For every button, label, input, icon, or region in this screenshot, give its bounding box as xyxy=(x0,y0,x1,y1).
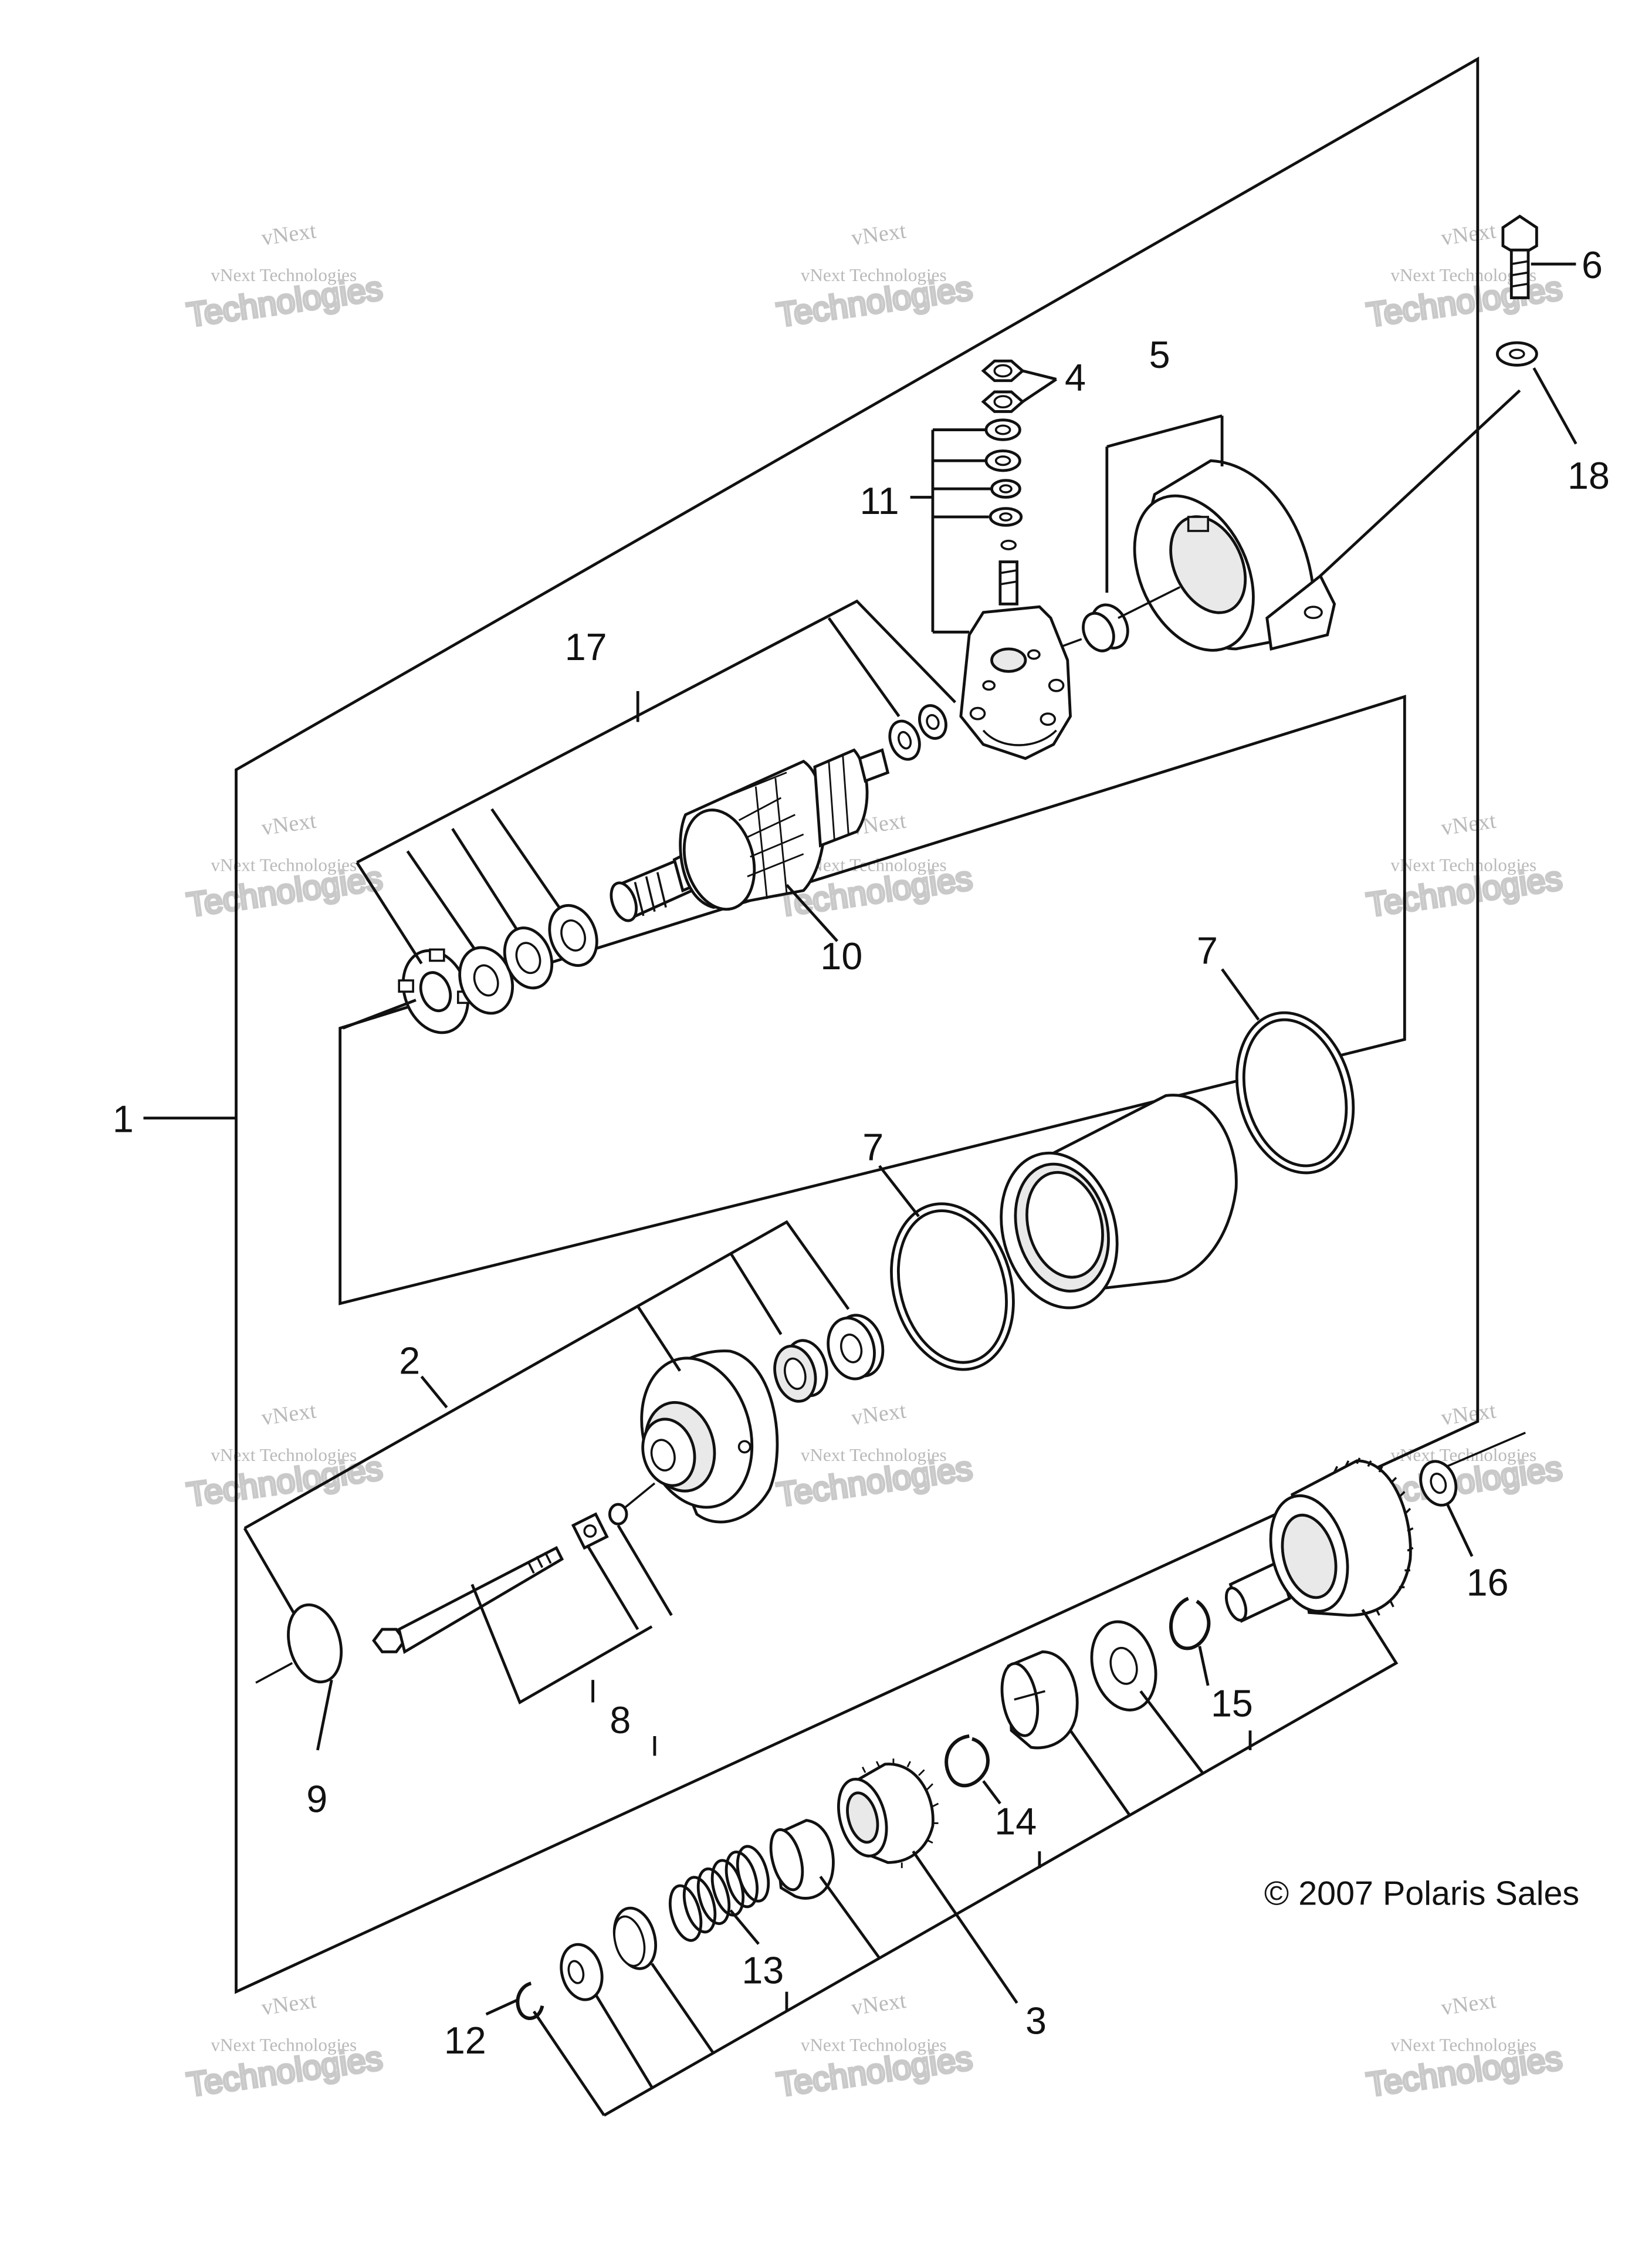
svg-text:vNext Technologies: vNext Technologies xyxy=(211,2034,357,2055)
callout-15: 15 xyxy=(1211,1682,1253,1724)
bolt xyxy=(1501,214,1538,299)
svg-text:vNext: vNext xyxy=(260,218,318,251)
svg-text:vNext Technologies: vNext Technologies xyxy=(1390,854,1536,875)
assembly-outline xyxy=(235,56,1480,1994)
brush-holder xyxy=(959,560,1072,760)
washer-stack xyxy=(984,418,1023,550)
svg-text:vNext: vNext xyxy=(849,218,908,251)
callout-1: 1 xyxy=(113,1098,134,1141)
watermark: vNext vNext Technologies Technologies xyxy=(184,218,387,336)
watermark: vNext vNext Technologies Technologies xyxy=(1363,1988,1566,2106)
callout-10: 10 xyxy=(820,935,862,977)
collar xyxy=(1000,1650,1079,1750)
snap-ring xyxy=(1169,1596,1211,1650)
armature xyxy=(610,748,890,922)
svg-text:vNext: vNext xyxy=(849,1988,908,2021)
through-bolt xyxy=(372,1545,564,1655)
callout-8: 8 xyxy=(610,1699,631,1741)
callout-18: 18 xyxy=(1568,454,1610,497)
drive-gear-shaft xyxy=(1224,1457,1414,1623)
copyright-text: © 2007 Polaris Sales xyxy=(1264,1875,1579,1912)
watermark: vNext vNext Technologies Technologies xyxy=(773,1398,976,1515)
svg-text:vNext: vNext xyxy=(1440,1988,1498,2021)
nut xyxy=(981,390,1025,413)
snap-ring xyxy=(945,1734,990,1788)
callout-5: 5 xyxy=(1149,333,1170,376)
end-cover xyxy=(287,1603,343,1684)
svg-text:vNext Technologies: vNext Technologies xyxy=(211,265,357,285)
callout-9: 9 xyxy=(306,1777,327,1820)
end-cap xyxy=(1133,459,1336,652)
needle-bearing xyxy=(773,1339,828,1403)
yoke-housing xyxy=(1000,1094,1238,1310)
svg-text:vNext: vNext xyxy=(260,1988,318,2021)
spring xyxy=(668,1845,770,1942)
svg-text:vNext: vNext xyxy=(260,808,318,841)
svg-text:vNext Technologies: vNext Technologies xyxy=(1390,1445,1536,1465)
o-ring-small xyxy=(608,1503,628,1525)
svg-text:vNext Technologies: vNext Technologies xyxy=(801,2034,947,2055)
callout-3: 3 xyxy=(1025,2000,1047,2042)
svg-text:vNext Technologies: vNext Technologies xyxy=(801,854,947,875)
svg-text:vNext: vNext xyxy=(1440,808,1498,841)
callout-6: 6 xyxy=(1582,243,1603,286)
watermark: vNext vNext Technologies Technologies xyxy=(184,1398,387,1515)
lock-plate xyxy=(398,948,473,1034)
svg-text:vNext Technologies: vNext Technologies xyxy=(1390,2034,1536,2055)
watermark: vNext vNext Technologies Technologies xyxy=(184,808,387,926)
bushing xyxy=(1082,603,1129,652)
callout-11: 11 xyxy=(859,479,899,522)
svg-text:vNext: vNext xyxy=(1440,218,1498,251)
svg-text:vNext Technologies: vNext Technologies xyxy=(801,1445,947,1465)
callout-17: 17 xyxy=(565,625,607,668)
callout-7-upper: 7 xyxy=(1197,929,1218,972)
snap-ring xyxy=(516,1981,544,2020)
front-bracket xyxy=(640,1349,779,1524)
watermark: vNext vNext Technologies Technologies xyxy=(184,1988,387,2106)
callout-16: 16 xyxy=(1467,1561,1509,1604)
svg-text:vNext: vNext xyxy=(260,1398,318,1430)
watermark: vNext vNext Technologies Technologies xyxy=(1363,808,1566,926)
nut xyxy=(981,359,1025,383)
watermark: vNext vNext Technologies Technologies xyxy=(773,1988,976,2106)
housing-group-outline xyxy=(338,695,1406,1305)
callout-13: 13 xyxy=(742,1948,784,1991)
bolt-plate xyxy=(571,1512,609,1550)
callout-2: 2 xyxy=(399,1339,420,1382)
callout-4: 4 xyxy=(1065,356,1086,399)
callout-14: 14 xyxy=(994,1800,1037,1843)
clutch-sleeve xyxy=(769,1819,835,1900)
svg-text:vNext: vNext xyxy=(849,1398,908,1430)
callout-7-lower: 7 xyxy=(862,1125,883,1168)
pinion-gear xyxy=(837,1758,939,1869)
svg-text:vNext Technologies: vNext Technologies xyxy=(801,265,947,285)
watermark: vNext vNext Technologies Technologies xyxy=(773,218,976,336)
ball-bearing xyxy=(827,1314,885,1381)
callout-12: 12 xyxy=(444,2019,486,2062)
